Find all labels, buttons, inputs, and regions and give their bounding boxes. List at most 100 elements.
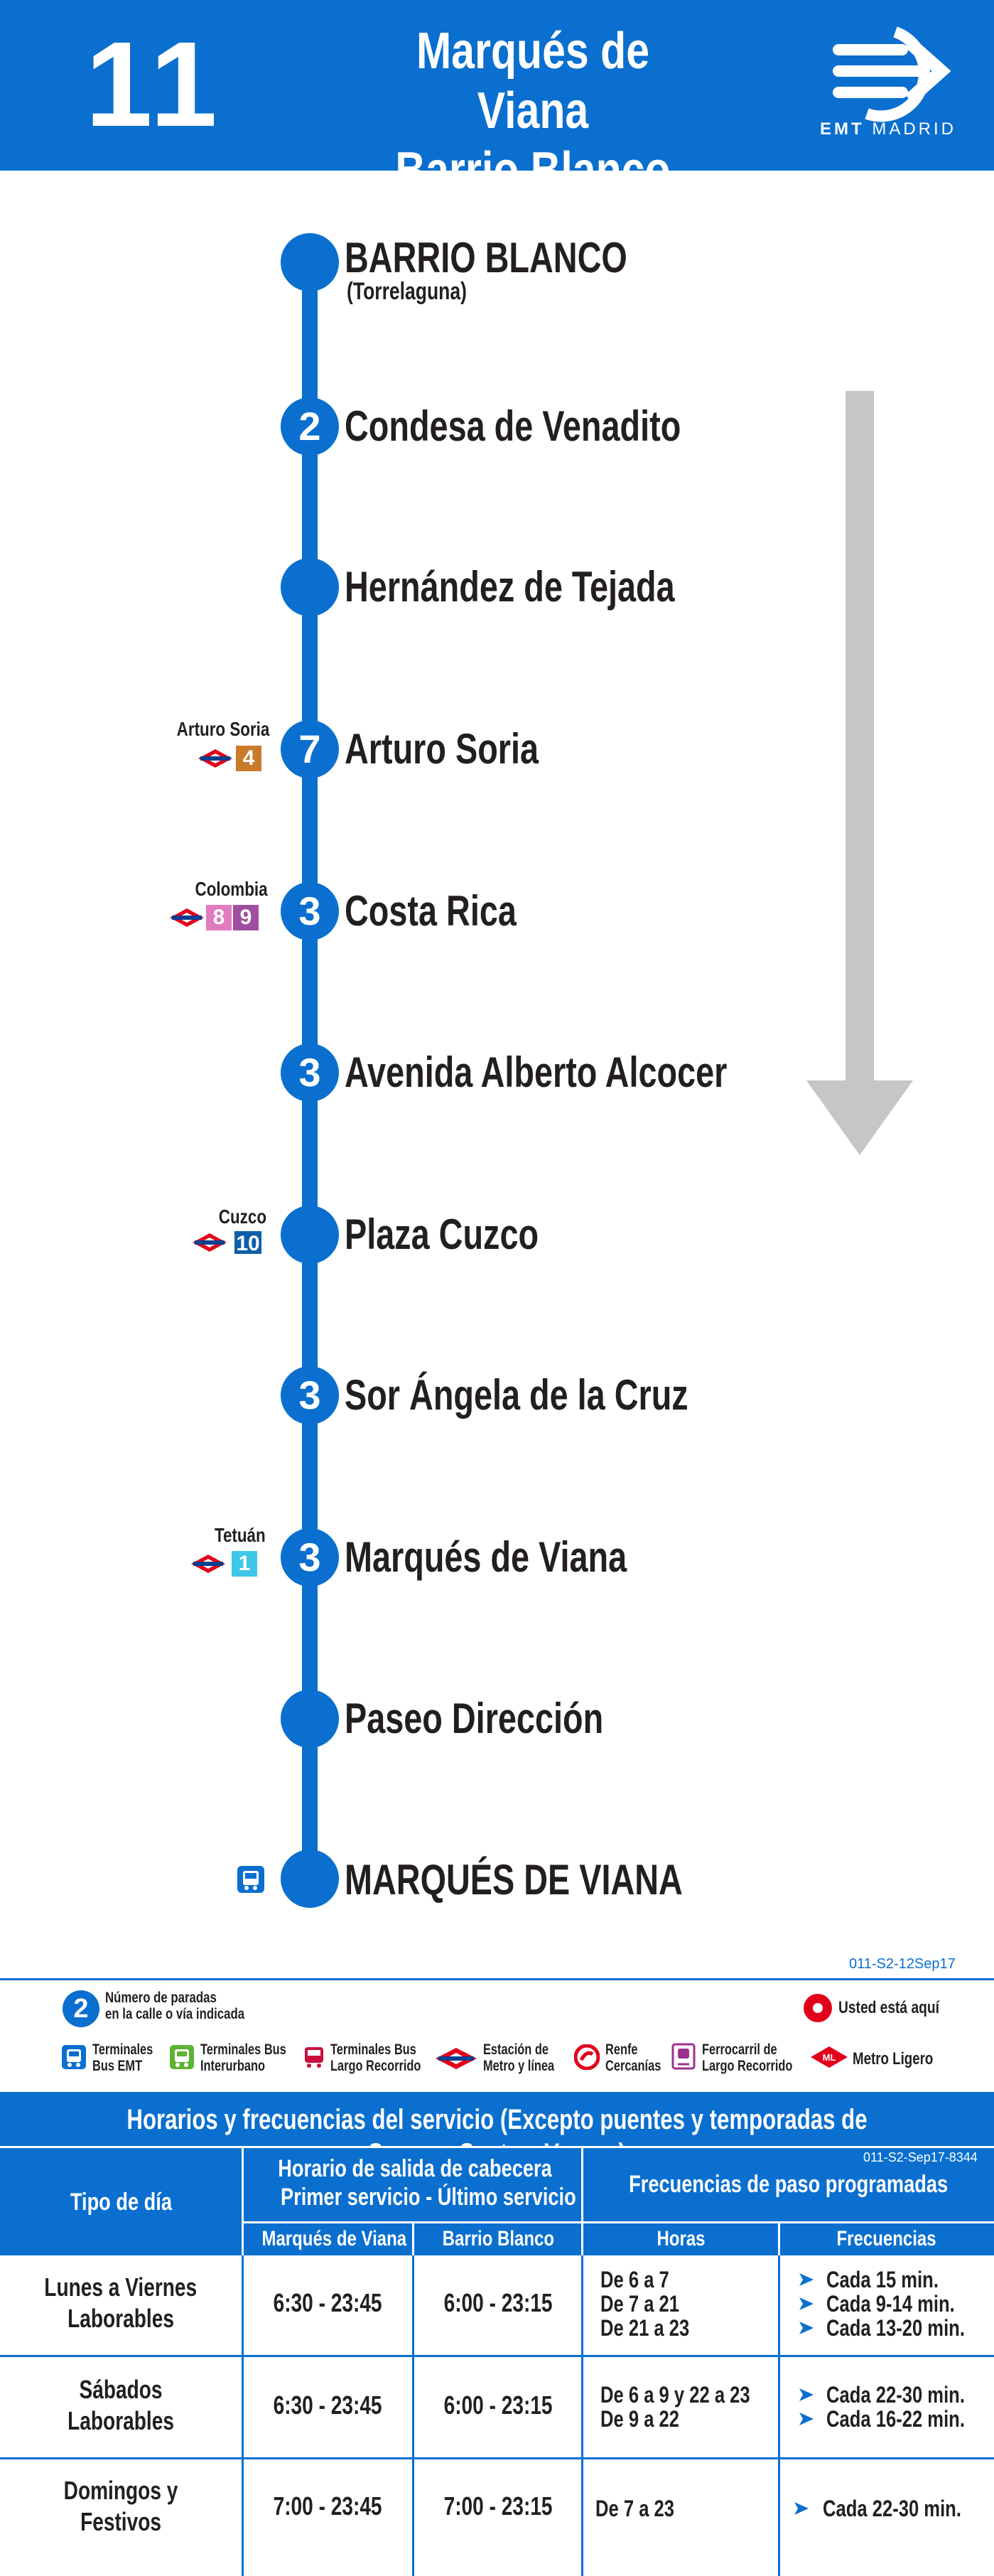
stop-condesa-de-venadito: 2 Condesa de Venadito — [0, 397, 994, 461]
col-terminal-b: Barrio Blanco — [442, 2227, 555, 2250]
stop-count-marker: 3 — [281, 882, 339, 940]
metro-station-label: Cuzco — [218, 1206, 266, 1228]
col-terminal-a: Marqués de Viana — [261, 2227, 407, 2250]
stop-count-marker: 2 — [281, 397, 339, 456]
stop-name: Paseo Dirección — [345, 1695, 604, 1742]
day-type: Domingos y — [63, 2476, 178, 2505]
stop-name: Marqués de Viana — [345, 1533, 627, 1581]
stop-count-sample: 2 — [63, 1990, 99, 2027]
hours-range: De 7 a 21 — [600, 2291, 680, 2317]
stop-marker — [281, 1206, 339, 1264]
metro-icon — [198, 749, 232, 768]
grid-line — [0, 2457, 994, 2459]
legend-label: Número de paradas — [105, 1990, 217, 2006]
day-type: Laborables — [67, 2406, 174, 2435]
frequency-arrow-icon — [799, 2297, 814, 2310]
stop-count-marker: 3 — [281, 1366, 339, 1424]
frequency-arrow-icon — [799, 2273, 814, 2286]
first-last-a: 6:30 - 23:45 — [274, 2390, 382, 2420]
stop-marker — [281, 558, 339, 616]
header-col-line — [412, 2221, 414, 2255]
header-bar — [0, 0, 994, 171]
first-last-b: 6:00 - 23:15 — [444, 2288, 553, 2317]
stop-sor-angela-de-la-cruz: 3 Sor Ángela de la Cruz — [0, 1366, 994, 1430]
metro-line-badge: 10 — [233, 1230, 263, 1255]
day-type: Lunes a Viernes — [44, 2272, 198, 2302]
col-departure-2: Primer servicio - Último servicio — [280, 2184, 576, 2211]
frequency-arrow-icon — [799, 2413, 814, 2425]
stop-name: Plaza Cuzco — [345, 1211, 539, 1258]
first-last-a: 6:30 - 23:45 — [274, 2288, 382, 2317]
train-icon — [671, 2043, 696, 2070]
stop-marker — [281, 233, 339, 291]
long-distance-bus-icon — [305, 2047, 323, 2068]
legend-label: Largo Recorrido — [702, 2058, 793, 2074]
hours-range: De 7 a 23 — [595, 2496, 675, 2521]
hours-range: De 6 a 7 — [600, 2267, 669, 2292]
col-departure-1: Horario de salida de cabecera — [278, 2155, 552, 2182]
legend-label: Estación de — [483, 2041, 549, 2058]
stop-hernandez-de-tejada: Hernández de Tejada — [0, 558, 994, 622]
bus-terminal-icon — [237, 1866, 264, 1893]
metro-station-label: Colombia — [195, 878, 268, 900]
metro-icon — [191, 1555, 225, 1573]
metro-station-label: Arturo Soria — [176, 718, 269, 740]
hours-range: De 9 a 22 — [600, 2406, 680, 2432]
day-type: Festivos — [80, 2507, 161, 2536]
line-number: 11 — [85, 17, 222, 152]
frequency-arrow-icon — [799, 2322, 814, 2334]
renfe-icon — [574, 2044, 600, 2070]
legend-label: Terminales Bus — [200, 2041, 286, 2058]
header-divider — [0, 2146, 994, 2148]
you-are-here-icon — [804, 1994, 832, 2022]
legend-label: Terminales Bus — [330, 2041, 416, 2058]
legend-label: Bus EMT — [92, 2058, 143, 2074]
stop-count-marker: 7 — [281, 720, 339, 778]
stop-marques-de-viana-terminal: MARQUÉS DE VIANA — [0, 1850, 994, 1914]
header-subdivider — [244, 2221, 994, 2223]
stop-sub: (Torrelaguna) — [347, 278, 467, 305]
grid-line — [581, 2255, 583, 2576]
grid-line — [778, 2255, 780, 2576]
stop-name: MARQUÉS DE VIANA — [345, 1856, 683, 1904]
header-col-line — [242, 2146, 244, 2255]
emt-logo-icon — [833, 26, 951, 122]
emt-terminal-icon — [62, 2045, 86, 2069]
metro-icon — [436, 2048, 477, 2069]
grid-line — [0, 2355, 994, 2357]
svg-text:ML: ML — [823, 2052, 836, 2063]
frequency: Cada 22-30 min. — [826, 2382, 965, 2408]
col-frequencies: Frecuencias de paso programadas — [629, 2171, 948, 2198]
frequency: Cada 15 min. — [826, 2267, 939, 2292]
frequency: Cada 9-14 min. — [826, 2291, 955, 2317]
frequency: Cada 13-20 min. — [826, 2315, 965, 2341]
light-rail-icon: ML — [811, 2046, 848, 2068]
frequency-arrow-icon — [799, 2388, 814, 2401]
first-last-a: 7:00 - 23:45 — [274, 2491, 382, 2521]
col-day-type: Tipo de día — [70, 2189, 172, 2216]
metro-station-label: Tetuán — [215, 1524, 266, 1546]
metro-line-badge: 4 — [236, 746, 261, 771]
metro-line-badge: 1 — [232, 1551, 257, 1577]
header-col-line — [778, 2221, 780, 2255]
legend-label: Usted está aquí — [838, 1998, 939, 2017]
stop-marker — [281, 1690, 339, 1748]
direction-arrow-icon — [806, 391, 913, 1155]
stop-arturo-soria: Arturo Soria 4 7 Arturo Soria — [0, 718, 994, 784]
stop-name: Costa Rica — [345, 887, 517, 935]
stop-paseo-direccion: Paseo Dirección — [0, 1690, 994, 1754]
stop-name: Hernández de Tejada — [345, 563, 675, 611]
legend-label: Renfe — [605, 2041, 638, 2058]
legend-label: Interurbano — [200, 2058, 266, 2074]
metro-icon — [193, 1233, 227, 1252]
route-title-line1: Marqués de Viana — [416, 23, 650, 139]
stop-name: Arturo Soria — [345, 725, 539, 773]
stop-name: Sor Ángela de la Cruz — [345, 1371, 688, 1419]
metro-line-badge: 9 — [233, 905, 259, 930]
legend-label: en la calle o vía indicada — [105, 2006, 245, 2022]
stop-avenida-alberto-alcocer: 3 Avenida Alberto Alcocer — [0, 1043, 994, 1107]
timetable-banner — [0, 2092, 994, 2146]
legend-label: Metro y línea — [483, 2058, 555, 2074]
frequency-arrow-icon — [794, 2502, 809, 2515]
header-col-line — [581, 2146, 583, 2255]
